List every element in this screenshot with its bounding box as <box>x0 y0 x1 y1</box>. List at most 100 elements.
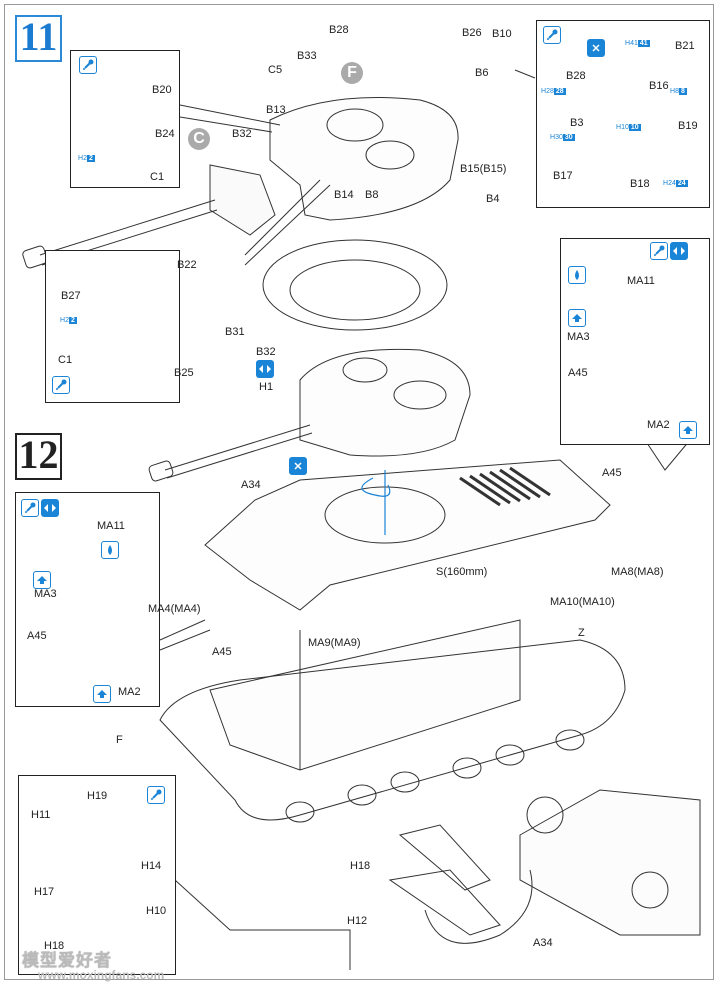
part-label-f: F <box>116 734 123 746</box>
part-label-b26: B26 <box>462 27 482 39</box>
part-label-b4: B4 <box>486 193 500 205</box>
track-run <box>159 639 626 821</box>
part-label-b33: B33 <box>297 50 317 62</box>
gun-barrel-12 <box>164 424 313 479</box>
part-label-ma11: MA11 <box>97 520 125 532</box>
leader-loop <box>424 869 533 944</box>
both-sides-icon <box>256 360 274 378</box>
muzzle-brake-12 <box>148 460 174 482</box>
part-label-h14: H14 <box>141 860 162 872</box>
inset-machine-gun <box>536 20 710 208</box>
part-label-ma2: MA2 <box>647 419 670 431</box>
part-label-b28: B28 <box>566 70 586 82</box>
rear-hull-detail <box>519 789 701 936</box>
up-arrow-icon <box>93 685 111 703</box>
inset-fender-assembly <box>18 775 176 975</box>
glue-icon <box>650 242 668 260</box>
part-label-b24: B24 <box>155 128 175 140</box>
part-label-b16: B16 <box>649 80 669 92</box>
loader-hatch <box>365 140 415 170</box>
part-label-a34: A34 <box>241 479 261 491</box>
commander-cupola <box>326 108 384 142</box>
part-label-b3: B3 <box>570 117 584 129</box>
part-label-b13: B13 <box>266 104 286 116</box>
part-label-b20: B20 <box>152 84 172 96</box>
part-label-b10: B10 <box>492 28 512 40</box>
part-label-h17: H17 <box>34 886 55 898</box>
watermark-url: www.moxingfans.com <box>38 968 165 982</box>
part-label-h11: H11 <box>31 809 51 821</box>
liquid-glue-icon <box>101 541 119 559</box>
subassembly-marker-f: F <box>341 62 363 84</box>
part-label-a45: A45 <box>212 646 232 658</box>
gun-mantlet <box>209 164 276 236</box>
part-label-h12: H12 <box>347 915 368 927</box>
both-sides-icon <box>41 499 59 517</box>
part-label-b14: B14 <box>334 189 354 201</box>
part-label-b19: B19 <box>678 120 698 132</box>
part-label-a45: A45 <box>602 467 622 479</box>
inset-hatch-assembly <box>45 250 180 403</box>
part-label-a34: A34 <box>533 937 553 949</box>
up-arrow-icon <box>568 309 586 327</box>
hull-lower <box>209 619 521 771</box>
turret-assembled <box>299 348 471 457</box>
h18-part <box>398 824 491 891</box>
part-label-b27: B27 <box>61 290 81 302</box>
part-label-b25: B25 <box>174 367 194 379</box>
glue-icon <box>147 786 165 804</box>
part-label-h19: H19 <box>87 790 108 802</box>
idler-wheel-2 <box>631 871 669 909</box>
engine-grille <box>459 466 551 507</box>
part-label-h18: H18 <box>44 940 65 952</box>
part-label-ma9: MA9(MA9) <box>308 637 361 649</box>
part-label-b22: B22 <box>177 259 197 271</box>
glue-icon <box>52 376 70 394</box>
up-arrow-icon <box>679 421 697 439</box>
part-label-ma8: MA8(MA8) <box>611 566 664 578</box>
part-label-b8: B8 <box>365 189 379 201</box>
do-not-glue-icon <box>289 457 307 475</box>
part-label-c5: C5 <box>268 64 283 76</box>
part-label-b18: B18 <box>630 178 650 190</box>
part-label-a45: A45 <box>568 367 588 379</box>
both-sides-icon <box>670 242 688 260</box>
part-label-ma10: MA10(MA10) <box>550 596 615 608</box>
part-label-c1: C1 <box>150 171 165 183</box>
step-number-11: 11 <box>15 15 62 62</box>
step-number-12: 12 <box>15 433 62 480</box>
part-label-c1: C1 <box>58 354 73 366</box>
part-label-b28: B28 <box>329 24 349 36</box>
turret-ring-b31 <box>262 239 448 331</box>
idler-wheel-1 <box>526 796 564 834</box>
turret-top-shape <box>269 97 459 221</box>
part-label-ma4: MA4(MA4) <box>148 603 201 615</box>
watermark-text: 模型爱好者 <box>22 951 112 970</box>
page-border <box>4 4 714 980</box>
inset-hatch-periscope <box>70 50 180 188</box>
part-label-ma11: MA11 <box>627 275 655 287</box>
part-label-b6: B6 <box>475 67 489 79</box>
part-label-h10: H10 <box>146 905 167 917</box>
part-label-b32: B32 <box>256 346 276 358</box>
part-label-b21: B21 <box>675 40 695 52</box>
part-label-ma2: MA2 <box>118 686 141 698</box>
up-arrow-icon <box>33 571 51 589</box>
part-label-b15: B15(B15) <box>460 163 507 175</box>
glue-icon <box>543 26 561 44</box>
part-label-b32: B32 <box>232 128 252 140</box>
subassembly-marker-c: C <box>188 128 210 150</box>
do-not-glue-icon <box>587 39 605 57</box>
inset-fender-bracket-left <box>15 492 160 707</box>
hull-upper <box>204 459 611 611</box>
part-label-h1: H1 <box>259 381 274 393</box>
part-label-ma3: MA3 <box>567 331 590 343</box>
part-label-h18: H18 <box>350 860 371 872</box>
liquid-glue-icon <box>568 266 586 284</box>
